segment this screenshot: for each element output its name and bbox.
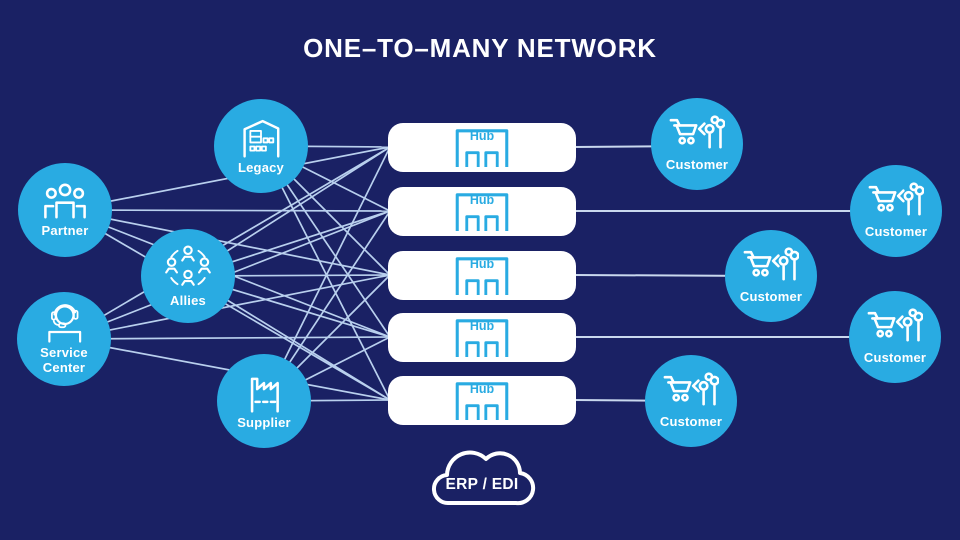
allies-network-icon bbox=[165, 245, 211, 286]
shopping-cart-customer-icon bbox=[669, 115, 725, 149]
cloud-label: ERP / EDI bbox=[445, 476, 519, 493]
cloud-icon bbox=[431, 450, 536, 506]
hub-card-5: Hub bbox=[388, 376, 576, 425]
allies-node: Allies bbox=[141, 229, 235, 323]
hub-card-4: Hub bbox=[388, 313, 576, 362]
service-center-node: Service Center bbox=[17, 292, 111, 386]
customer-label: Customer bbox=[665, 157, 729, 173]
supplier-label: Supplier bbox=[237, 414, 291, 430]
allies-label: Allies bbox=[170, 292, 206, 308]
hub-building-icon bbox=[455, 319, 509, 357]
service-center-label: Service Center bbox=[40, 345, 88, 375]
hub-card-1: Hub bbox=[388, 123, 576, 172]
hub-label: Hub bbox=[469, 129, 495, 143]
erp-edi-cloud: ERP / EDI bbox=[427, 437, 537, 515]
shopping-cart-customer-icon bbox=[743, 247, 799, 281]
customer-node-1: Customer bbox=[651, 98, 743, 190]
hub-label: Hub bbox=[469, 319, 495, 333]
shopping-cart-customer-icon bbox=[868, 182, 924, 216]
supplier-node: Supplier bbox=[217, 354, 311, 448]
hub-label: Hub bbox=[469, 257, 495, 271]
customer-node-5: Customer bbox=[645, 355, 737, 447]
headset-icon bbox=[48, 304, 82, 344]
hub-building-icon bbox=[455, 257, 509, 295]
hub-label: Hub bbox=[469, 193, 495, 207]
hub-building-icon bbox=[455, 129, 509, 167]
factory-icon bbox=[250, 377, 279, 413]
legacy-label: Legacy bbox=[237, 159, 284, 175]
shopping-cart-customer-icon bbox=[663, 372, 719, 406]
customer-node-4: Customer bbox=[849, 291, 941, 383]
warehouse-icon bbox=[243, 119, 280, 158]
customer-label: Customer bbox=[864, 224, 928, 240]
hub-card-2: Hub bbox=[388, 187, 576, 236]
shopping-cart-customer-icon bbox=[867, 308, 923, 342]
page-title: ONE–TO–MANY NETWORK bbox=[303, 33, 657, 63]
customer-label: Customer bbox=[659, 414, 723, 430]
people-group-icon bbox=[44, 183, 86, 219]
legacy-node: Legacy bbox=[214, 99, 308, 193]
customer-node-3: Customer bbox=[725, 230, 817, 322]
hub-building-icon bbox=[455, 193, 509, 231]
customer-label: Customer bbox=[739, 289, 803, 305]
customer-label: Customer bbox=[863, 350, 927, 366]
hub-card-3: Hub bbox=[388, 251, 576, 300]
partner-label: Partner bbox=[41, 223, 89, 239]
hub-label: Hub bbox=[469, 382, 495, 396]
customer-node-2: Customer bbox=[850, 165, 942, 257]
partner-node: Partner bbox=[18, 163, 112, 257]
hub-building-icon bbox=[455, 382, 509, 420]
